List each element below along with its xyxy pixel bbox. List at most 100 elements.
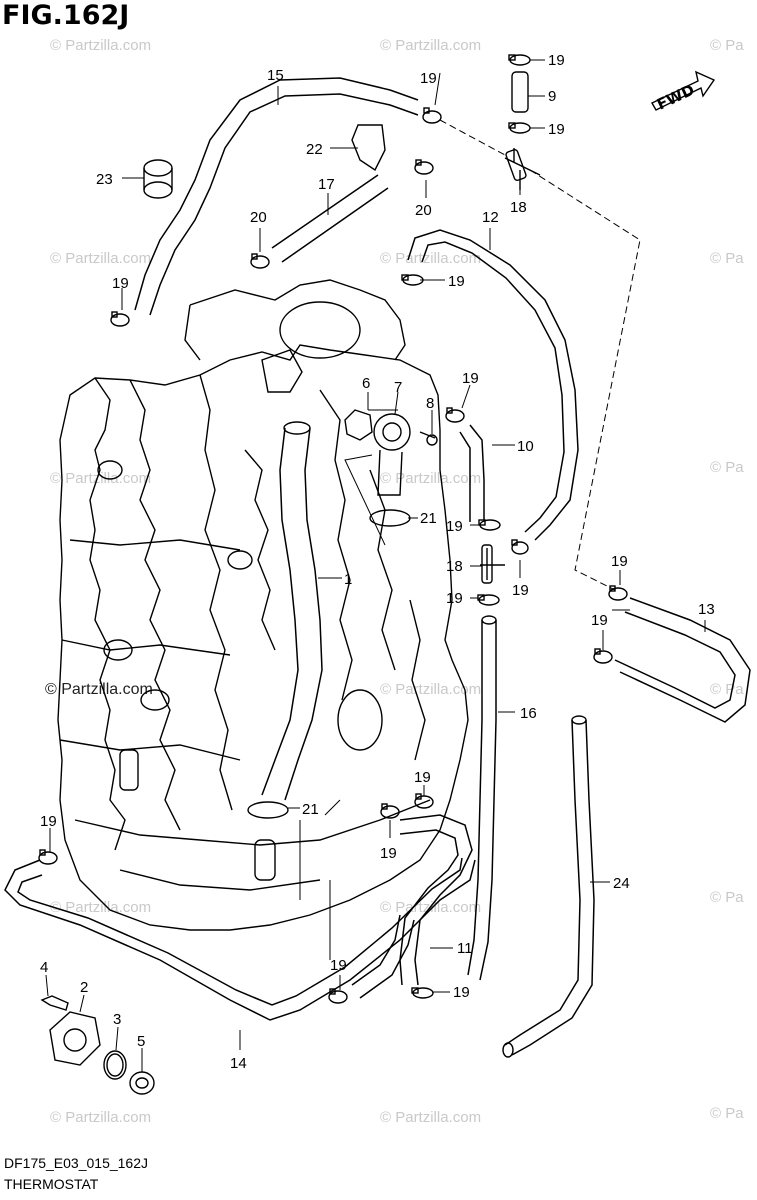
callout-19: 19 bbox=[591, 612, 608, 629]
callout-20: 20 bbox=[415, 202, 432, 219]
watermark: © Partzilla.com bbox=[380, 1109, 481, 1126]
callout-19: 19 bbox=[453, 984, 470, 1001]
fwd-label: FWD bbox=[654, 81, 697, 114]
watermark: © Partzilla.com bbox=[380, 37, 481, 54]
watermark: © Partzilla.com bbox=[50, 470, 151, 487]
callout-18: 18 bbox=[510, 199, 527, 216]
callout-19: 19 bbox=[40, 813, 57, 830]
hose-17-part bbox=[271, 174, 389, 263]
clamp-icon bbox=[593, 648, 613, 664]
clamp-icon bbox=[478, 519, 501, 531]
callout-3: 3 bbox=[113, 1011, 121, 1028]
callout-24: 24 bbox=[613, 875, 630, 892]
watermark: © Partzilla.com bbox=[50, 250, 151, 267]
callout-5: 5 bbox=[137, 1033, 145, 1050]
hose-clamp-icons bbox=[38, 54, 628, 1004]
callout-14: 14 bbox=[230, 1055, 247, 1072]
hose-1-part bbox=[261, 349, 323, 801]
clamp-icon bbox=[511, 539, 529, 555]
callout-19: 19 bbox=[380, 845, 397, 862]
callout-19: 19 bbox=[446, 518, 463, 535]
callout-15: 15 bbox=[267, 67, 284, 84]
watermark: © Pa bbox=[710, 681, 744, 698]
clamp-icon bbox=[328, 988, 348, 1004]
clamp-icon bbox=[414, 793, 434, 809]
hose-10-part bbox=[459, 424, 485, 522]
clamp-icon bbox=[411, 987, 434, 999]
callout-10: 10 bbox=[517, 438, 534, 455]
callout-20: 20 bbox=[250, 209, 267, 226]
callout-19: 19 bbox=[330, 957, 347, 974]
watermark: © Partzilla.com bbox=[50, 1109, 151, 1126]
clamp-icon bbox=[380, 803, 400, 819]
callout-labels: 15 19 19 9 19 22 23 17 18 20 12 20 19 19… bbox=[40, 52, 715, 1072]
clamp-icon bbox=[401, 274, 424, 286]
hose-24-part bbox=[502, 715, 595, 1058]
watermark: © Partzilla.com bbox=[380, 681, 481, 698]
hose-14-part bbox=[4, 857, 476, 1021]
callout-13: 13 bbox=[698, 601, 715, 618]
watermark: © Pa bbox=[710, 889, 744, 906]
drawing-name: THERMOSTAT bbox=[4, 1176, 99, 1192]
callout-7: 7 bbox=[394, 379, 402, 396]
callout-19: 19 bbox=[112, 275, 129, 292]
callout-23: 23 bbox=[96, 171, 113, 188]
watermark: © Pa bbox=[710, 37, 744, 54]
hose-13-part bbox=[614, 597, 751, 723]
clamp-icon bbox=[414, 159, 434, 175]
hose-11-part bbox=[351, 814, 473, 999]
clamp-21-part bbox=[247, 509, 411, 819]
clamp-icon bbox=[110, 311, 130, 327]
callout-21: 21 bbox=[302, 801, 319, 818]
watermark: © Pa bbox=[710, 1105, 744, 1122]
callout-18: 18 bbox=[446, 558, 463, 575]
watermark: © Partzilla.com bbox=[50, 899, 151, 916]
watermark: © Pa bbox=[710, 459, 744, 476]
callout-1: 1 bbox=[344, 571, 352, 588]
hose-15-part bbox=[134, 77, 419, 316]
callout-12: 12 bbox=[482, 209, 499, 226]
clamp-icon bbox=[445, 407, 465, 423]
callout-19: 19 bbox=[414, 769, 431, 786]
clamp-icon bbox=[608, 585, 628, 601]
callout-19: 19 bbox=[462, 370, 479, 387]
clamp-icon bbox=[38, 849, 58, 865]
hose-16-part bbox=[467, 615, 497, 981]
clamp-icon bbox=[508, 122, 531, 134]
callout-16: 16 bbox=[520, 705, 537, 722]
callout-11: 11 bbox=[457, 940, 473, 957]
callout-19: 19 bbox=[448, 273, 465, 290]
thermostat-part bbox=[344, 409, 438, 496]
watermark: © Partzilla.com bbox=[380, 470, 481, 487]
clamp-icon bbox=[477, 594, 500, 606]
clamp-icon bbox=[250, 253, 270, 269]
hose-12-part bbox=[407, 229, 579, 541]
callout-19: 19 bbox=[611, 553, 628, 570]
callout-6: 6 bbox=[362, 375, 370, 392]
clamp-icon bbox=[508, 54, 531, 66]
callout-19: 19 bbox=[446, 590, 463, 607]
watermark: © Partzilla.com bbox=[380, 250, 481, 267]
clamp-icon bbox=[422, 107, 442, 124]
callout-22: 22 bbox=[306, 141, 323, 158]
callout-4: 4 bbox=[40, 959, 48, 976]
watermarks: © Partzilla.com © Partzilla.com © Pa © P… bbox=[45, 37, 744, 1126]
leader-lines bbox=[45, 59, 706, 1072]
drawing-code: DF175_E03_015_162J bbox=[4, 1155, 149, 1171]
watermark: © Pa bbox=[710, 250, 744, 267]
watermark: © Partzilla.com bbox=[45, 681, 153, 698]
thermostat-cover-part bbox=[40, 995, 155, 1095]
watermark: © Partzilla.com bbox=[50, 37, 151, 54]
callout-8: 8 bbox=[426, 395, 434, 412]
callout-19: 19 bbox=[548, 121, 565, 138]
callout-2: 2 bbox=[80, 979, 88, 996]
callout-19: 19 bbox=[512, 582, 529, 599]
callout-9: 9 bbox=[548, 88, 556, 105]
callout-17: 17 bbox=[318, 176, 335, 193]
callout-21: 21 bbox=[420, 510, 437, 527]
engine-block bbox=[57, 279, 469, 931]
routing-dashed-lines bbox=[439, 119, 641, 591]
callout-19: 19 bbox=[548, 52, 565, 69]
